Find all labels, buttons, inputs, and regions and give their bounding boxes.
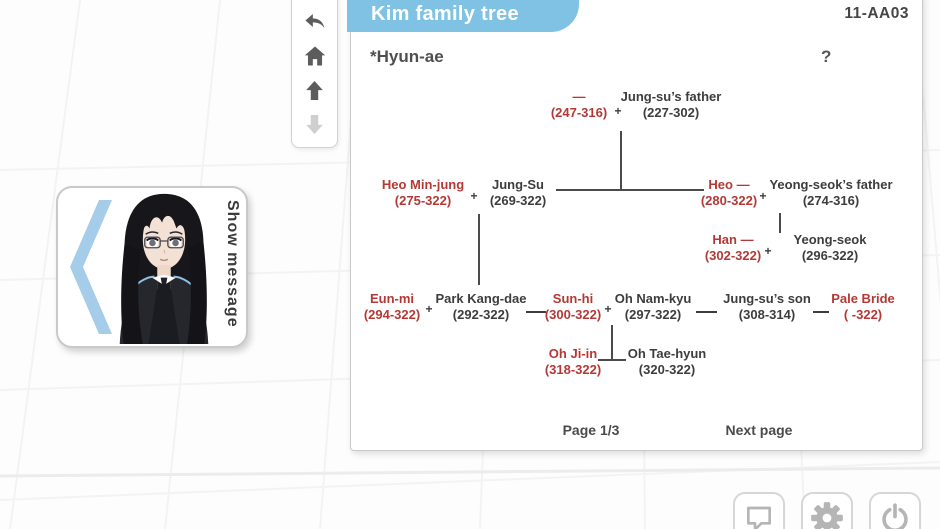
tree-connector-line — [779, 213, 781, 233]
arrow-up-icon — [306, 80, 323, 100]
card-title-banner: Kim family tree — [347, 0, 579, 32]
tree-person: Pale Bride( -322) — [831, 291, 895, 322]
question-mark: ? — [821, 47, 832, 66]
undo-button[interactable] — [295, 5, 335, 39]
tree-person: Oh Nam-kyu(297-322) — [614, 291, 692, 322]
arrow-down-icon — [306, 114, 323, 134]
page-indicator: Page 1/3 — [562, 422, 620, 438]
plus-sign: + — [614, 104, 622, 118]
tree-person: Oh Ji-in(318-322) — [544, 346, 602, 377]
family-tree-card: Kim family tree 11-AA03 *Hyun-ae ? —(247… — [347, 0, 923, 451]
tree-person: —(247-316) — [550, 89, 608, 120]
tree-person: Oh Tae-hyun(320-322) — [627, 346, 707, 377]
power-button[interactable] — [869, 492, 921, 529]
plus-sign: + — [604, 302, 612, 316]
marriage-dash — [813, 311, 829, 313]
gear-icon — [811, 502, 843, 529]
marriage-dash — [526, 311, 546, 313]
tree-connector-line — [620, 131, 622, 191]
block-code: 11-AA03 — [844, 5, 909, 22]
tree-person: Heo Min-jung(275-322) — [381, 177, 465, 208]
narrator-name: *Hyun-ae — [370, 47, 444, 66]
tree-person: Jung-Su(269-322) — [489, 177, 547, 208]
tree-person: Yeong-seok(296-322) — [793, 232, 867, 263]
marriage-dash — [696, 311, 717, 313]
family-tree: —(247-316) Jung-su’s father(227-302) Heo M… — [351, 1, 922, 421]
tree-connector-line — [556, 189, 704, 191]
message-bubble-icon — [747, 506, 771, 529]
tree-person: Jung-su’s father(227-302) — [620, 89, 722, 120]
next-page-button[interactable]: Next page — [725, 422, 793, 438]
tree-person: Jung-su’s son(308-314) — [723, 291, 811, 322]
character-portrait — [119, 193, 209, 344]
scroll-down-button[interactable] — [295, 107, 335, 141]
message-log-button[interactable] — [733, 492, 785, 529]
tree-person: Heo —(280-322) — [700, 177, 758, 208]
undo-icon — [304, 13, 324, 29]
settings-button[interactable] — [801, 492, 853, 529]
tree-connector-line — [478, 214, 480, 285]
show-message-button[interactable]: Show message — [56, 186, 248, 348]
home-icon — [304, 46, 325, 66]
tree-connector-line — [611, 325, 613, 361]
tree-person: Park Kang-dae(292-322) — [435, 291, 527, 322]
tree-person: Eun-mi(294-322) — [363, 291, 421, 322]
plus-sign: + — [759, 189, 767, 203]
home-button[interactable] — [295, 39, 335, 73]
card-title: Kim family tree — [371, 3, 519, 25]
tree-person: Yeong-seok’s father(274-316) — [769, 177, 893, 208]
nav-toolbar — [291, 0, 338, 148]
tree-connector-line — [598, 359, 626, 361]
plus-sign: + — [425, 302, 433, 316]
scroll-up-button[interactable] — [295, 73, 335, 107]
power-icon — [882, 503, 908, 529]
tree-person: Sun-hi(300-322) — [544, 291, 602, 322]
plus-sign: + — [470, 189, 478, 203]
plus-sign: + — [764, 244, 772, 258]
tree-person: Han —(302-322) — [704, 232, 762, 263]
show-message-label: Show message — [224, 200, 241, 328]
chevron-left-icon — [70, 200, 112, 334]
